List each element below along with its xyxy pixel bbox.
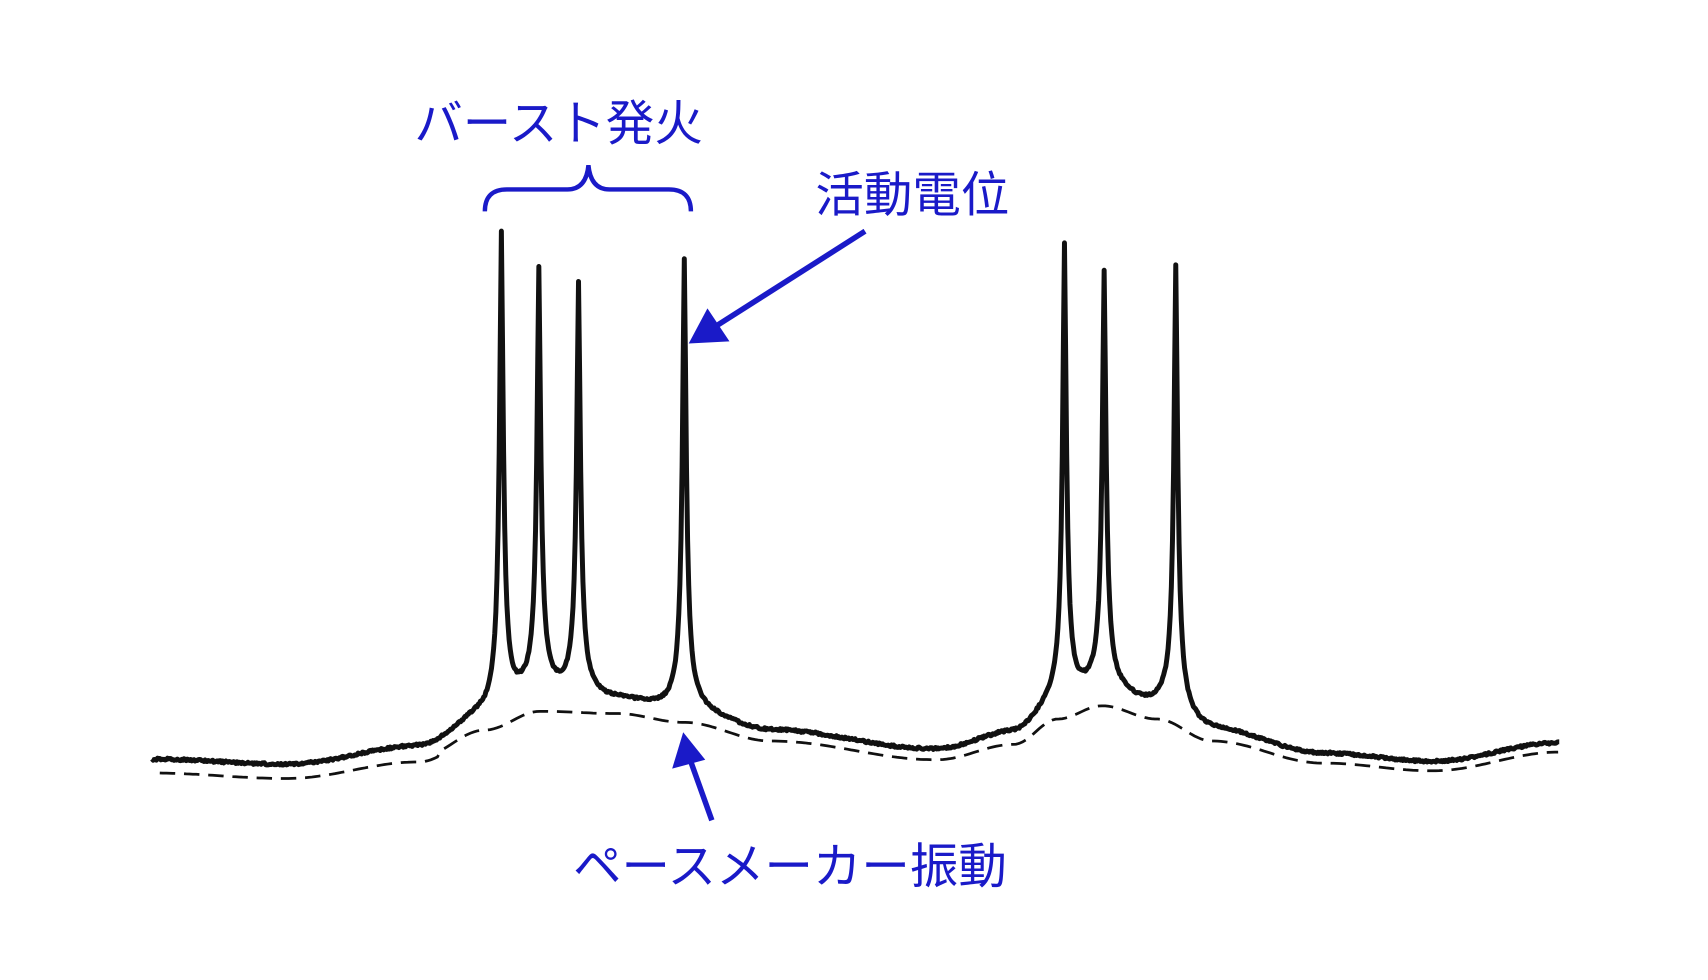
pacemaker-arrow (672, 732, 712, 820)
action-potential-label: 活動電位 (815, 167, 1009, 223)
membrane-potential-trace (152, 231, 1559, 765)
burst-brace (485, 165, 691, 211)
action-potential-arrow (689, 231, 865, 343)
burst-firing-label: バースト発火 (414, 96, 702, 152)
pacemaker-oscillation-label: ペースメーカー振動 (573, 839, 1007, 895)
